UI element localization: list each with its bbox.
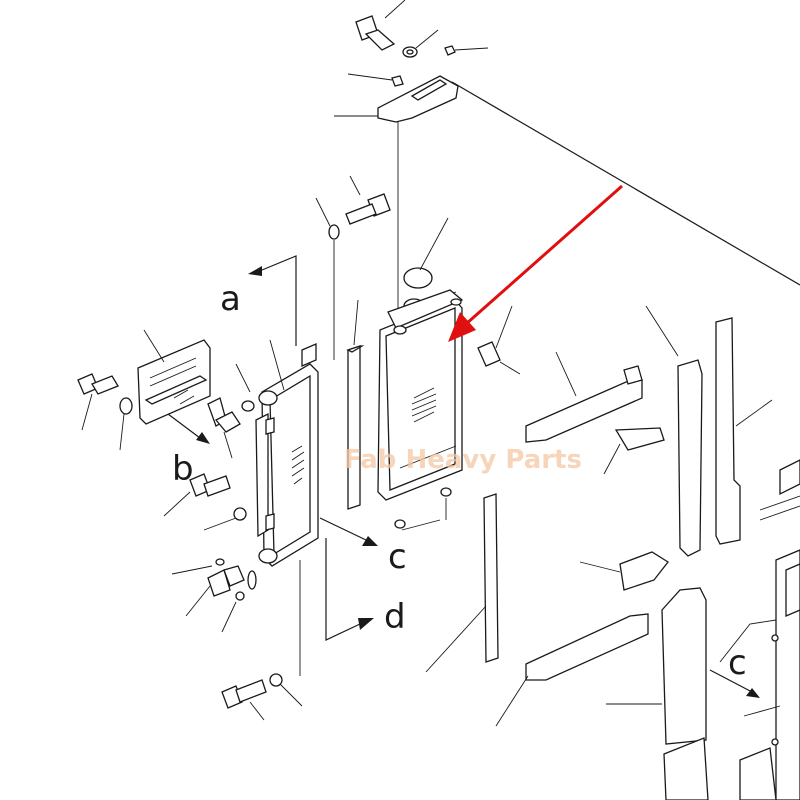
oil-cooler-bracket: [255, 412, 275, 538]
bracket-nut: [347, 73, 404, 87]
plate-bolt: [77, 373, 119, 431]
watermark: Fab Heavy Parts: [344, 445, 582, 475]
label-d: d: [384, 597, 406, 637]
foam-block-1: [525, 351, 643, 443]
side-frame: [719, 459, 800, 800]
bottom-washer: [269, 560, 303, 707]
label-c-right: c: [728, 643, 747, 683]
hose-fitting: [171, 558, 257, 633]
label-a: a: [220, 279, 241, 319]
tall-block: [606, 587, 707, 745]
oil-cooler: [258, 339, 319, 567]
label-c: c: [388, 537, 407, 577]
bottom-bracket: [663, 737, 777, 800]
top-nut: [444, 45, 489, 56]
lower-washer: [203, 507, 247, 531]
red-arrow-icon: [448, 184, 623, 342]
foam-block-4: [495, 613, 649, 727]
temperature-sensor: [477, 305, 521, 375]
radiator-core: [377, 289, 464, 501]
mounting-plate: [137, 329, 211, 444]
oil-cooler-grille: [291, 445, 305, 485]
bottom-bolt: [221, 679, 267, 721]
vertical-seal-right-2: [715, 317, 773, 545]
seal-strip-center: [425, 493, 499, 673]
foam-block-2: [603, 427, 665, 475]
radiator-cap: [403, 217, 449, 289]
elbow-fitting: [207, 363, 255, 459]
mid-washer: [315, 197, 340, 360]
plate-washer: [119, 397, 133, 451]
leader-c-right: [709, 669, 760, 698]
foam-block-3: [579, 551, 669, 591]
seal-strip-left: [346, 299, 365, 510]
leader-d: [325, 538, 374, 641]
label-b: b: [172, 449, 194, 489]
lower-bolt: [163, 473, 231, 517]
top-bolt: [355, 0, 406, 51]
leader-line: [451, 81, 800, 286]
top-washer: [402, 29, 439, 58]
drain-plugs: [394, 487, 452, 531]
vertical-seal-right-1: [645, 305, 703, 557]
leader-a: [248, 255, 297, 346]
radiator-grille: [411, 387, 437, 423]
mid-bolt: [345, 175, 391, 225]
top-bracket: [334, 75, 459, 330]
leader-c: [319, 517, 378, 546]
